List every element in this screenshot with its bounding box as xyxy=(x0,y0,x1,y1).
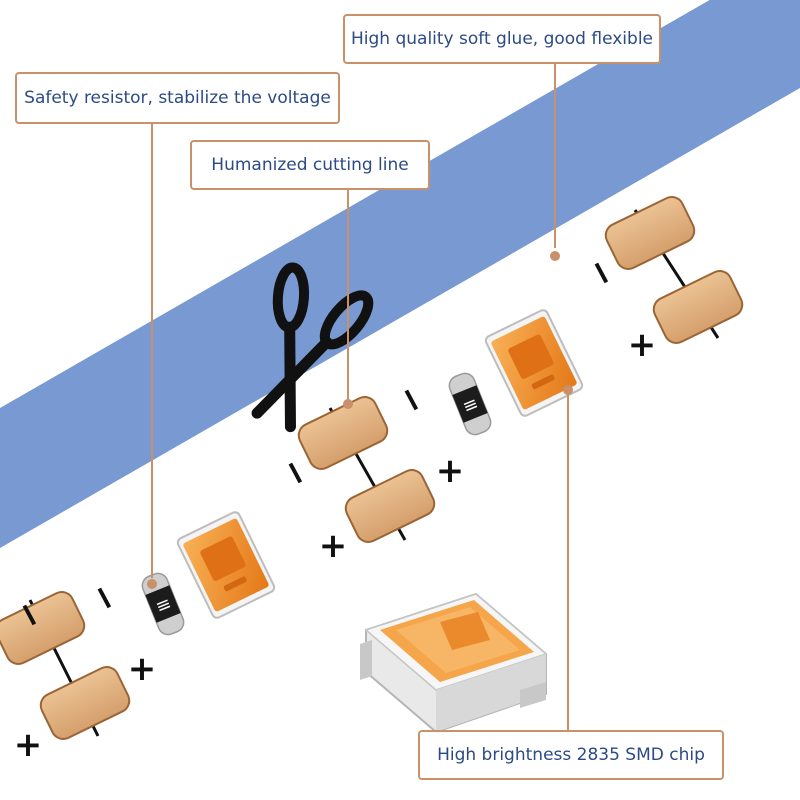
copper-pad xyxy=(297,396,389,470)
copper-pad xyxy=(39,666,131,740)
callout-safety-resistor: Safety resistor, stabilize the voltage xyxy=(15,72,340,124)
smd-chip-closeup xyxy=(360,592,548,734)
resistor-code: ≡ xyxy=(153,593,175,618)
scissors-icon xyxy=(251,262,374,433)
copper-pad xyxy=(0,591,86,665)
leader-dot xyxy=(147,579,157,589)
safety-resistor: ≡ xyxy=(448,372,492,436)
plus-sign: + xyxy=(436,451,465,491)
leader-dot xyxy=(563,385,573,395)
resistor-code: ≡ xyxy=(460,393,482,418)
plus-sign: + xyxy=(319,526,348,566)
plus-sign: + xyxy=(128,649,157,689)
copper-pad xyxy=(344,469,436,543)
plus-sign: + xyxy=(14,725,43,765)
led-strip-body xyxy=(0,88,800,788)
smd-led-chip xyxy=(484,309,584,417)
plus-sign: + xyxy=(628,325,657,365)
callout-smd-chip: High brightness 2835 SMD chip xyxy=(418,730,724,780)
callout-cutting-line: Humanized cutting line xyxy=(190,140,430,190)
callout-soft-glue: High quality soft glue, good flexible xyxy=(343,14,661,64)
copper-pad xyxy=(652,270,744,344)
copper-pad xyxy=(604,196,696,270)
leader-dot xyxy=(550,251,560,261)
leader-dot xyxy=(343,399,353,409)
smd-led-chip xyxy=(176,511,276,619)
